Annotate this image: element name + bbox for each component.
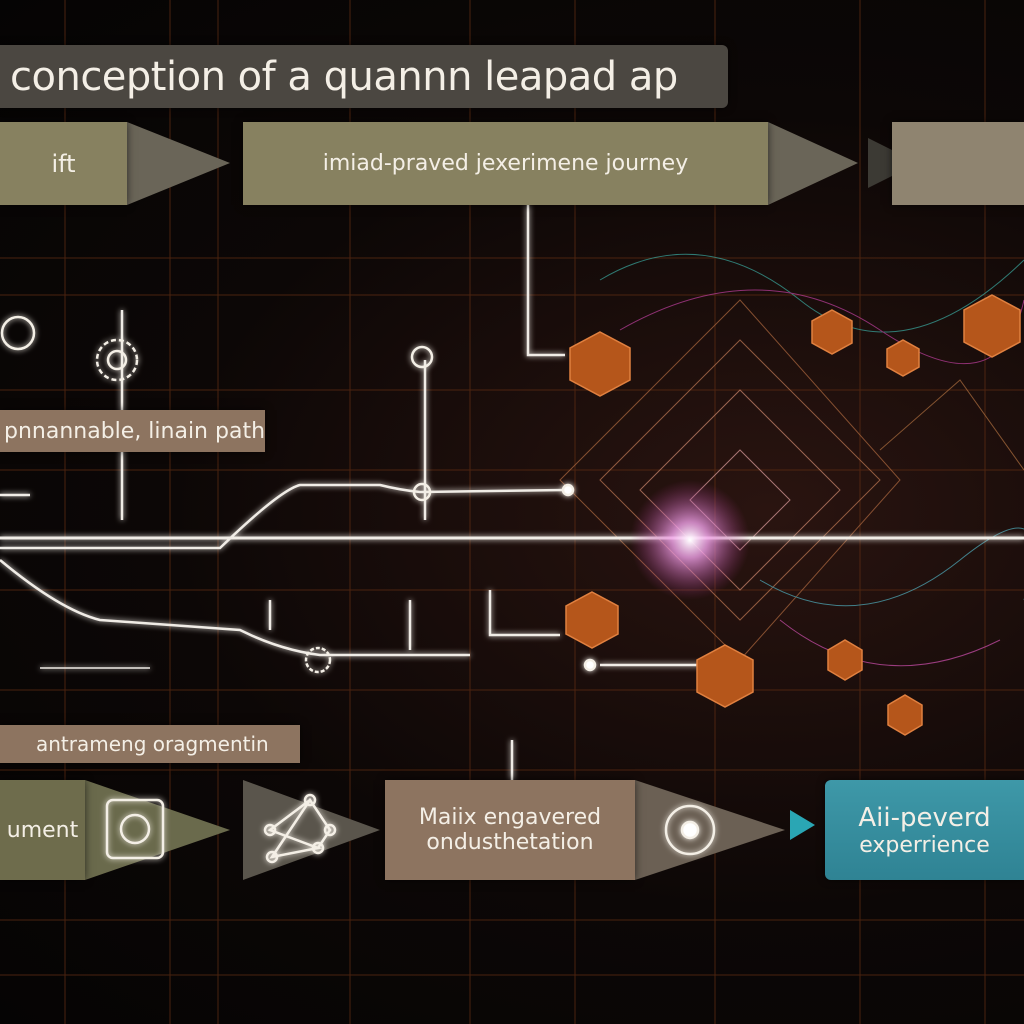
top-step-1: ift	[0, 122, 127, 205]
particle-mesh	[559, 253, 1024, 667]
arrow-icon	[790, 810, 815, 840]
hexagon-icon	[565, 591, 619, 649]
target-icon	[105, 798, 165, 860]
hexagon-icon	[569, 331, 631, 397]
bottom-step-3: Maiix engavered ondusthetation	[385, 780, 635, 880]
arrow-icon	[85, 780, 230, 880]
bottom-step-3-line1: Maiix engavered	[418, 805, 602, 830]
final-step-line1: Aii-peverd	[858, 802, 991, 833]
final-step-line2: experrience	[859, 832, 990, 858]
page-title: conception of a quannn leapad ap	[0, 45, 728, 108]
hexagon-icon	[963, 294, 1021, 358]
gear-icon	[304, 646, 332, 674]
hexagon-icon	[886, 339, 920, 377]
hexagon-icon	[827, 639, 863, 681]
path-label: pnnannable, linain path	[0, 410, 265, 452]
light-flare	[630, 480, 750, 600]
hexagon-icon	[811, 309, 853, 355]
hexagon-icon	[696, 644, 754, 708]
bottom-step-1: ument	[0, 780, 85, 880]
connector-lines	[0, 205, 1024, 780]
segment-label: antrameng oragmentin	[0, 725, 300, 763]
gear-icon	[95, 338, 139, 382]
top-step-3	[892, 122, 1024, 205]
network-icon	[263, 793, 337, 864]
arrow-icon	[768, 122, 858, 205]
top-step-2: imiad-praved jexerimene journey	[243, 122, 768, 205]
arrow-icon	[635, 780, 785, 880]
arrow-shapes	[85, 122, 918, 880]
bottom-step-3-line2: ondusthetation	[426, 830, 594, 855]
orb-icon	[664, 804, 716, 856]
hexagon-icon	[887, 694, 923, 736]
node-icon	[410, 345, 434, 369]
sun-icon	[0, 315, 36, 351]
final-step: Aii-peverd experrience	[825, 780, 1024, 880]
arrow-icon	[127, 122, 230, 205]
hexagon-nodes	[565, 294, 1021, 736]
